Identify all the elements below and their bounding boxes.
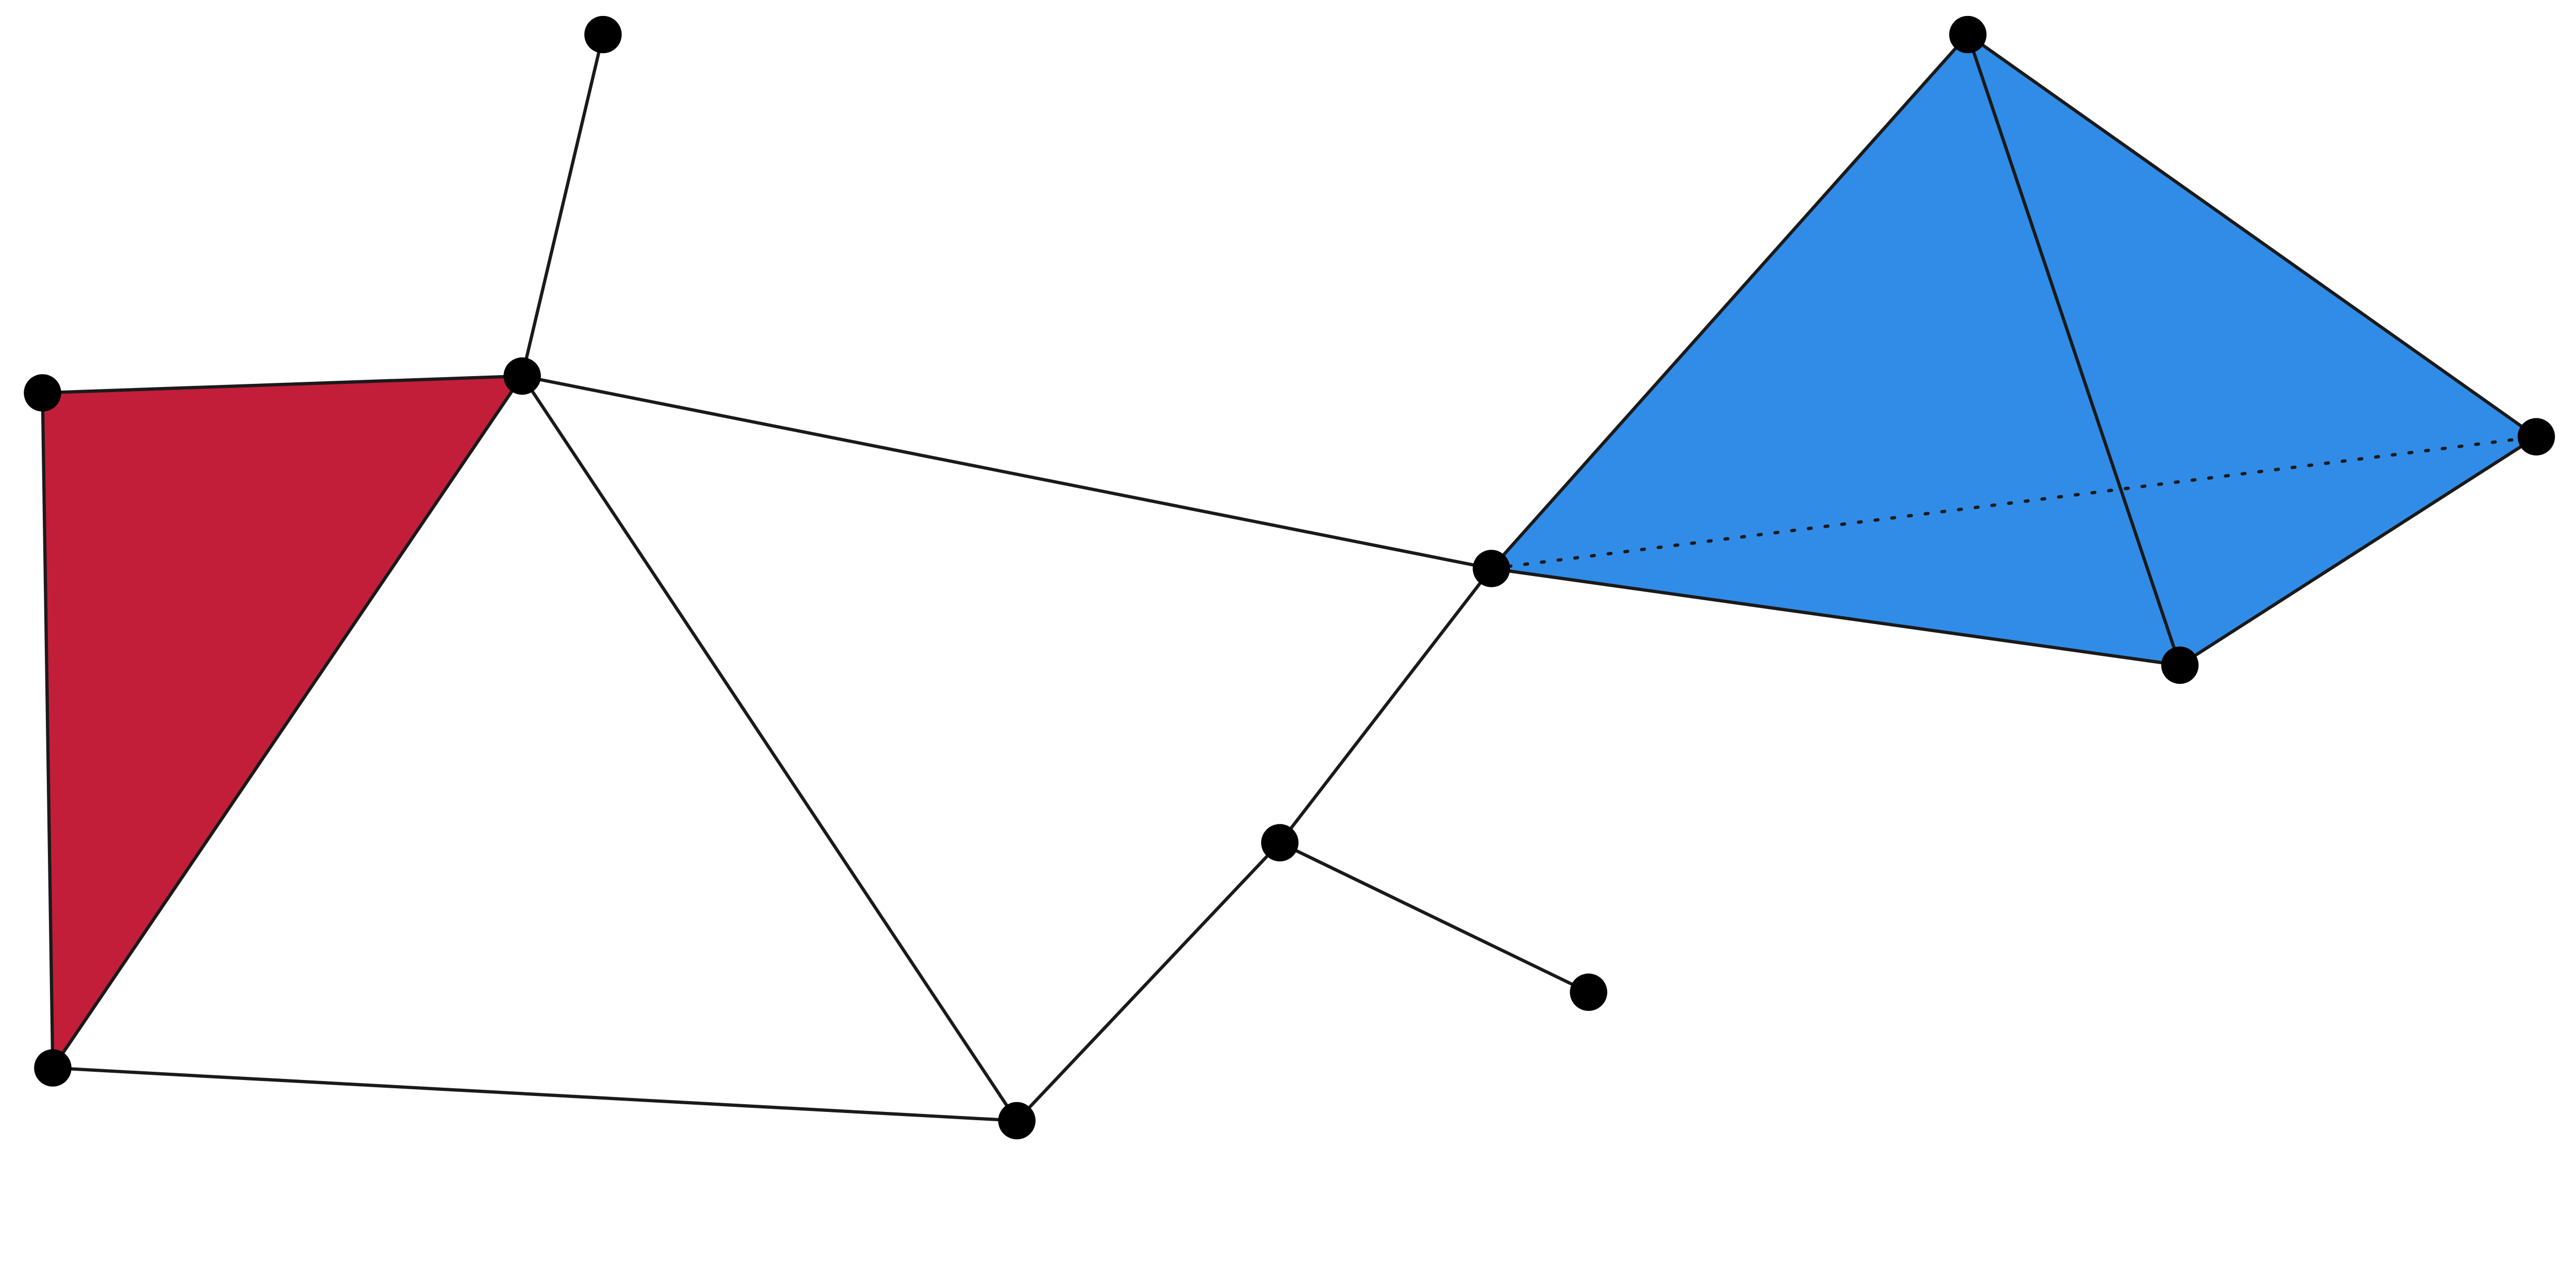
vertex-j xyxy=(2517,418,2555,455)
edge-gf xyxy=(1278,567,1493,844)
edge-be xyxy=(520,375,1019,1122)
simplicial-complex-diagram xyxy=(24,15,2555,1140)
vertex-e xyxy=(998,1102,1036,1140)
faces-layer xyxy=(42,35,2536,1068)
vertex-c xyxy=(24,374,61,412)
vertex-d xyxy=(34,1049,72,1087)
edge-eg xyxy=(1015,841,1281,1122)
vertices-layer xyxy=(24,15,2555,1140)
vertex-f xyxy=(1472,550,1511,587)
filled-tetrahedron-fijk xyxy=(1491,35,2536,666)
filled-triangle-bcd xyxy=(42,376,522,1068)
vertex-k xyxy=(2161,646,2199,684)
edge-bf xyxy=(521,374,1492,570)
edges-layer xyxy=(41,33,2538,1123)
edge-ab xyxy=(520,34,605,377)
edge-kf xyxy=(1491,567,2180,667)
edge-bd xyxy=(51,375,524,1069)
edge-fi xyxy=(1490,33,1969,570)
edge-gh xyxy=(1279,841,1589,994)
vertex-h xyxy=(1570,973,1607,1011)
edge-ij xyxy=(1967,33,2537,438)
edge-jk xyxy=(2179,435,2537,667)
vertex-g xyxy=(1261,824,1299,862)
edge-bc xyxy=(42,374,522,395)
edge-cd xyxy=(41,393,55,1068)
edge-ik xyxy=(1966,34,2182,666)
edge-de xyxy=(53,1066,1017,1123)
vertex-a xyxy=(584,15,622,54)
hidden-edge-fj xyxy=(1489,435,2538,570)
vertex-b xyxy=(503,357,541,395)
vertex-i xyxy=(1949,15,1987,54)
